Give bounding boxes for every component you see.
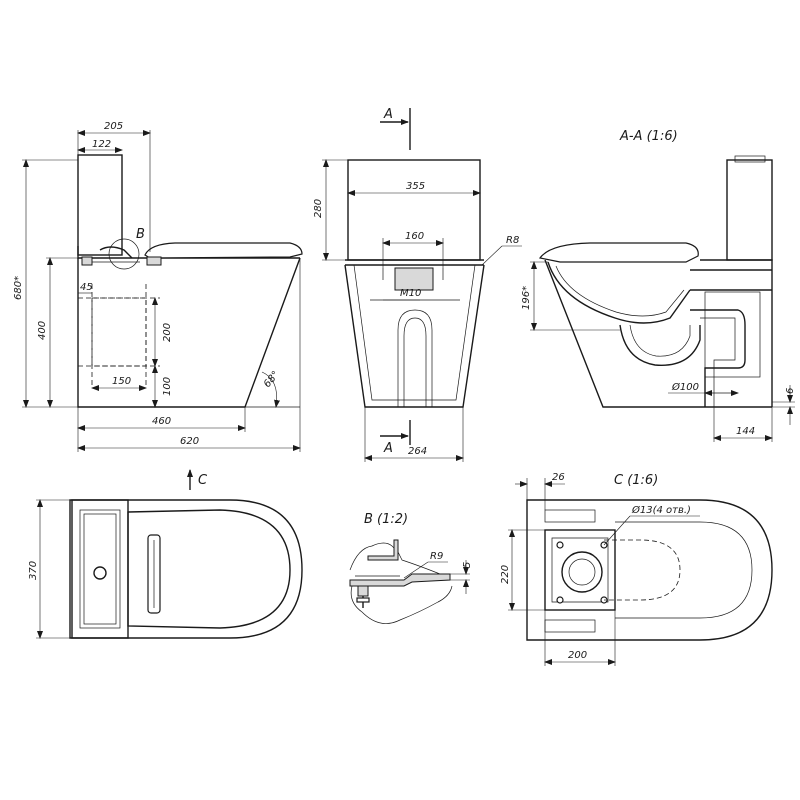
view-c-plate bbox=[544, 529, 616, 611]
top-outline bbox=[69, 499, 303, 639]
detail-b-view: B (1:2) R9 5 bbox=[349, 512, 473, 624]
front-bowl bbox=[344, 264, 485, 408]
top-seat bbox=[127, 509, 291, 629]
section-bowl bbox=[544, 259, 772, 408]
top-tank bbox=[71, 499, 129, 639]
seat-lid bbox=[144, 242, 303, 259]
dim-205: 205 bbox=[104, 121, 123, 132]
dim-196: 196* bbox=[521, 286, 532, 310]
dim-100: 100 bbox=[162, 377, 173, 396]
front-view: A A 280 355 160 R8 M10 264 bbox=[313, 107, 522, 462]
dim-m10: M10 bbox=[400, 288, 421, 299]
dim-460: 460 bbox=[152, 416, 171, 427]
detail-b-title: B (1:2) bbox=[364, 512, 408, 527]
dim-122: 122 bbox=[92, 139, 111, 150]
mount-plate bbox=[91, 297, 147, 367]
dim-400: 400 bbox=[37, 321, 48, 340]
section-tank bbox=[726, 159, 773, 261]
dim-620: 620 bbox=[180, 436, 199, 447]
view-c: C (1:6) 26 Ø13(4 отв.) 220 bbox=[500, 472, 773, 666]
dim-5: 5 bbox=[462, 562, 473, 568]
dim-355: 355 bbox=[406, 181, 425, 192]
slot-bottom bbox=[544, 619, 596, 633]
flush-button bbox=[93, 566, 107, 580]
dim-r9: R9 bbox=[430, 551, 443, 562]
dim-370: 370 bbox=[28, 561, 39, 580]
view-c-outlet bbox=[561, 551, 603, 593]
top-view: 370 bbox=[28, 499, 303, 639]
dim-220: 220 bbox=[500, 565, 511, 584]
view-c-outline bbox=[526, 499, 773, 641]
callout-b-label: B bbox=[136, 227, 145, 242]
dim-dia13: Ø13(4 отв.) bbox=[631, 504, 691, 516]
dim-160: 160 bbox=[405, 231, 424, 242]
arrow-c-label: C bbox=[198, 473, 208, 488]
dim-264: 264 bbox=[408, 446, 427, 457]
section-seat bbox=[538, 242, 699, 263]
dim-dia100: Ø100 bbox=[671, 381, 699, 393]
dim-680: 680* bbox=[13, 276, 24, 300]
dim-45: 45 bbox=[80, 282, 93, 293]
dim-144: 144 bbox=[736, 426, 755, 437]
dim-r8: R8 bbox=[506, 235, 519, 246]
view-c-title: C (1:6) bbox=[614, 473, 658, 488]
slot-top bbox=[544, 509, 596, 523]
front-tank bbox=[347, 159, 481, 261]
section-aa-title: A-A (1:6) bbox=[619, 129, 678, 144]
dim-angle: 68° bbox=[262, 369, 282, 390]
dim-150: 150 bbox=[112, 376, 131, 387]
section-a-top: A bbox=[383, 107, 393, 122]
dim-6: 6 bbox=[785, 388, 796, 394]
dim-280: 280 bbox=[313, 199, 324, 218]
bowl-body bbox=[77, 257, 301, 408]
section-aa-view: A-A (1:6) 196* Ø100 6 bbox=[521, 129, 796, 442]
dim-26: 26 bbox=[552, 472, 565, 483]
section-a-bottom: A bbox=[383, 441, 393, 456]
dim-200b: 200 bbox=[568, 650, 587, 661]
tank bbox=[77, 154, 123, 256]
side-view: B 205 122 680* 400 45 200 150 bbox=[13, 121, 303, 490]
dim-200: 200 bbox=[162, 323, 173, 342]
callout-b-circle bbox=[108, 238, 140, 270]
